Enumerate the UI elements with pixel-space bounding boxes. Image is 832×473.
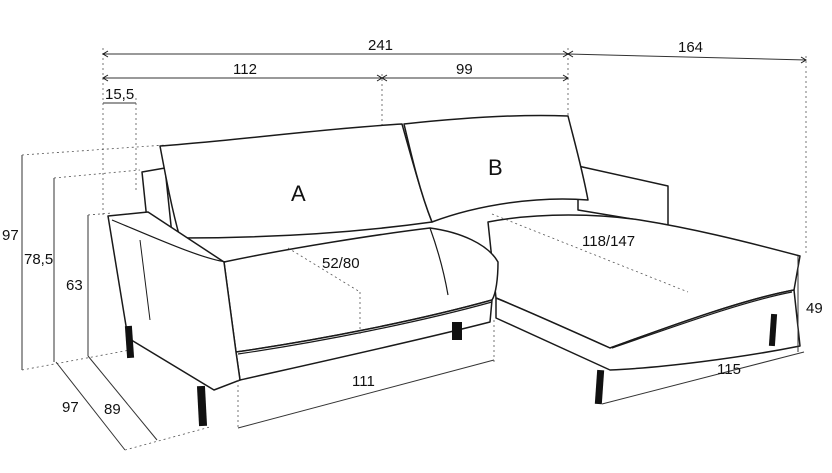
total-depth-label: 97 <box>62 399 79 416</box>
sofa <box>107 114 801 427</box>
chaise-length-line <box>567 53 807 61</box>
depth-extension <box>124 426 211 451</box>
armrest-label: 15,5 <box>105 86 134 103</box>
arrow-head <box>102 74 109 82</box>
seat-depth-label: 89 <box>104 401 121 418</box>
seat-depth-a-label: 52/80 <box>322 255 360 272</box>
leg <box>452 322 462 340</box>
seat-front <box>235 299 493 381</box>
cushion-a-label: A <box>291 181 306 206</box>
height-dimension-lines <box>21 144 166 371</box>
seat-depth-b-label: 118/147 <box>582 233 635 250</box>
left-section-label: 112 <box>233 61 257 78</box>
arm-height-label: 63 <box>66 277 83 294</box>
back-cushion-b <box>403 114 589 223</box>
right-section-label: 99 <box>456 61 473 78</box>
seat-depth-line <box>87 355 158 441</box>
leg <box>594 369 605 405</box>
leg <box>768 313 778 347</box>
cushion-b-label: B <box>488 155 503 180</box>
seat-width-label: 111 <box>352 373 375 390</box>
chaise-width-label: 115 <box>717 361 741 378</box>
depth-dimension-lines <box>55 355 211 451</box>
arrow-head <box>800 56 807 64</box>
back-height-label: 78,5 <box>24 251 53 268</box>
arrow-head <box>381 74 388 82</box>
left-arm-panel <box>139 239 151 321</box>
chaise-height-label: 49 <box>806 300 823 317</box>
left-arm-piping <box>111 219 227 263</box>
back-height-extension <box>53 169 141 179</box>
arrow-head <box>102 50 109 58</box>
leg <box>124 325 135 359</box>
arrow-head <box>567 50 574 58</box>
chaise-length-label: 164 <box>678 39 703 56</box>
seat-depth-b-line <box>491 213 689 293</box>
leg <box>196 385 208 427</box>
total-height-label: 97 <box>2 227 19 244</box>
seat-piping <box>237 301 493 355</box>
arm-height-extension <box>87 212 113 216</box>
cushion-divider <box>429 227 449 296</box>
top-dimension-lines <box>102 48 807 255</box>
total-height-extension <box>21 144 166 156</box>
left-arm <box>107 211 241 391</box>
chaise-piping <box>611 291 793 349</box>
seat-width-line <box>237 359 495 429</box>
arrow-head <box>562 74 569 82</box>
bottom-dimension-lines <box>237 320 805 430</box>
total-width-label: 241 <box>368 37 393 54</box>
floor-extension <box>21 349 131 371</box>
seat-depth-a-line <box>287 247 361 293</box>
chaise-width-line <box>601 351 805 405</box>
total-depth-line <box>55 361 126 451</box>
